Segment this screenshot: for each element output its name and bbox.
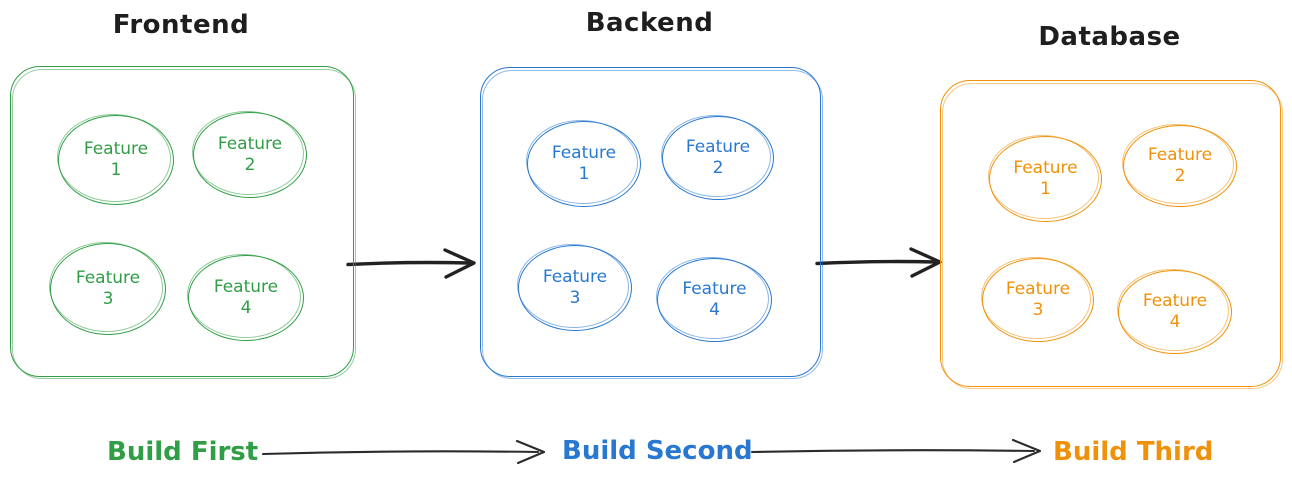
arrow-frontend-to-backend bbox=[346, 248, 476, 279]
arrow-backend-to-database bbox=[815, 247, 942, 278]
group-title-database: Database bbox=[1038, 22, 1181, 52]
group-title-frontend: Frontend bbox=[112, 10, 250, 40]
build-step-label-first: Build First bbox=[107, 437, 259, 467]
frontend-feature-2-ellipse: Feature 2 bbox=[193, 112, 307, 198]
frontend-box bbox=[10, 66, 356, 379]
backend-feature-3-ellipse: Feature 3 bbox=[518, 245, 632, 331]
backend-feature-4-ellipse: Feature 4 bbox=[657, 258, 772, 342]
build-step-label-second: Build Second bbox=[562, 436, 753, 466]
database-feature-4-ellipse: Feature 4 bbox=[1118, 270, 1232, 354]
database-feature-3-ellipse: Feature 3 bbox=[982, 258, 1094, 342]
frontend-feature-4-ellipse: Feature 4 bbox=[188, 255, 304, 341]
feature-label: Feature 2 bbox=[1147, 144, 1213, 186]
backend-feature-2-ellipse: Feature 2 bbox=[662, 116, 774, 200]
arrow-build-second-to-third bbox=[750, 438, 1042, 464]
frontend-feature-1-ellipse: Feature 1 bbox=[58, 115, 174, 205]
database-box bbox=[940, 80, 1283, 389]
feature-label: Feature 2 bbox=[685, 136, 751, 178]
feature-label: Feature 1 bbox=[1013, 157, 1078, 199]
group-title-backend: Backend bbox=[585, 8, 714, 38]
feature-label: Feature 4 bbox=[213, 276, 279, 318]
feature-label: Feature 2 bbox=[217, 133, 283, 175]
database-feature-1-ellipse: Feature 1 bbox=[989, 136, 1102, 222]
feature-label: Feature 4 bbox=[682, 278, 747, 320]
frontend-feature-3-ellipse: Feature 3 bbox=[50, 243, 166, 335]
feature-label: Feature 4 bbox=[1142, 290, 1208, 332]
backend-feature-1-ellipse: Feature 1 bbox=[527, 121, 641, 207]
feature-label: Feature 1 bbox=[83, 138, 149, 180]
build-step-label-third: Build Third bbox=[1053, 437, 1214, 467]
feature-label: Feature 3 bbox=[1005, 278, 1071, 320]
backend-box bbox=[480, 67, 823, 379]
arrow-build-first-to-second bbox=[261, 439, 546, 465]
feature-label: Feature 1 bbox=[551, 142, 617, 184]
database-feature-2-ellipse: Feature 2 bbox=[1123, 125, 1237, 207]
feature-label: Feature 3 bbox=[75, 267, 141, 309]
feature-label: Feature 3 bbox=[542, 266, 608, 308]
